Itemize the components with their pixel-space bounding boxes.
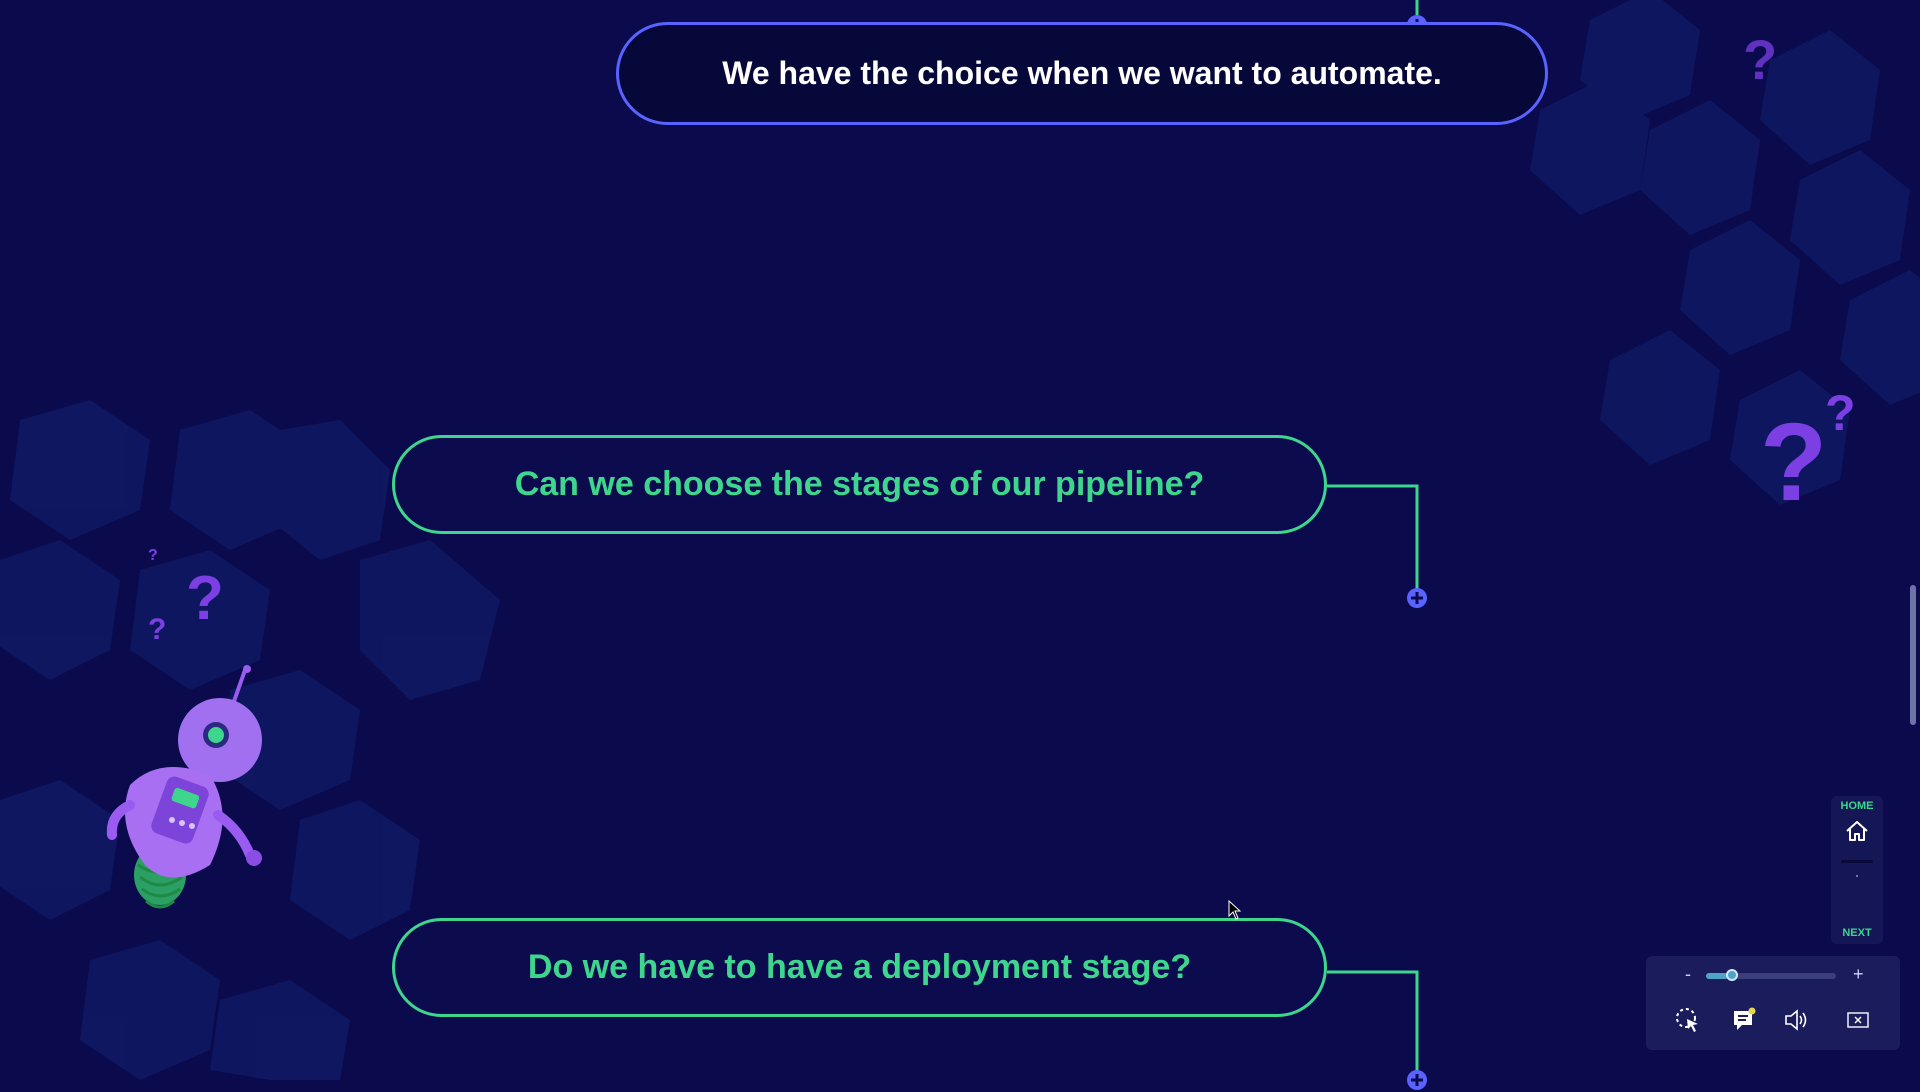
- zoom-out-button[interactable]: -: [1685, 964, 1691, 984]
- zoom-slider-fill: [1706, 973, 1729, 979]
- navigation-panel: HOME NEXT: [1831, 796, 1883, 944]
- zoom-slider[interactable]: [1706, 969, 1836, 981]
- nav-progress-dot: [1856, 875, 1858, 877]
- statement-node[interactable]: We have the choice when we want to autom…: [616, 22, 1548, 125]
- nav-divider: [1841, 860, 1873, 863]
- expand-node-question-2[interactable]: [1405, 1068, 1429, 1092]
- next-button[interactable]: NEXT: [1842, 927, 1872, 939]
- close-icon[interactable]: [1844, 1006, 1872, 1034]
- question-node-deployment[interactable]: Do we have to have a deployment stage?: [392, 918, 1327, 1017]
- volume-icon[interactable]: [1782, 1006, 1810, 1034]
- question-mark-decor: ?: [148, 613, 167, 646]
- player-controls: - +: [1646, 956, 1900, 1050]
- zoom-in-button[interactable]: +: [1853, 964, 1864, 984]
- question-mark-decor: ?: [1760, 401, 1828, 524]
- home-icon[interactable]: [1844, 818, 1870, 844]
- question-mark-decor: ?: [148, 547, 158, 564]
- pointer-icon[interactable]: [1674, 1006, 1702, 1034]
- zoom-slider-thumb[interactable]: [1726, 969, 1739, 981]
- question-mark-decor: ?: [186, 564, 224, 633]
- question-mark-decor: ?: [1825, 385, 1856, 441]
- question-node-stages[interactable]: Can we choose the stages of our pipeline…: [392, 435, 1327, 534]
- robot-mascot-icon: [106, 665, 262, 909]
- expand-node-question-1[interactable]: [1405, 586, 1429, 610]
- scrollbar-thumb[interactable]: [1910, 585, 1916, 725]
- question-mark-decor: ?: [1743, 28, 1778, 91]
- mouse-cursor: [1228, 900, 1242, 920]
- captions-icon[interactable]: [1730, 1006, 1758, 1034]
- vertical-scrollbar[interactable]: [1906, 0, 1920, 1080]
- home-label[interactable]: HOME: [1840, 800, 1874, 812]
